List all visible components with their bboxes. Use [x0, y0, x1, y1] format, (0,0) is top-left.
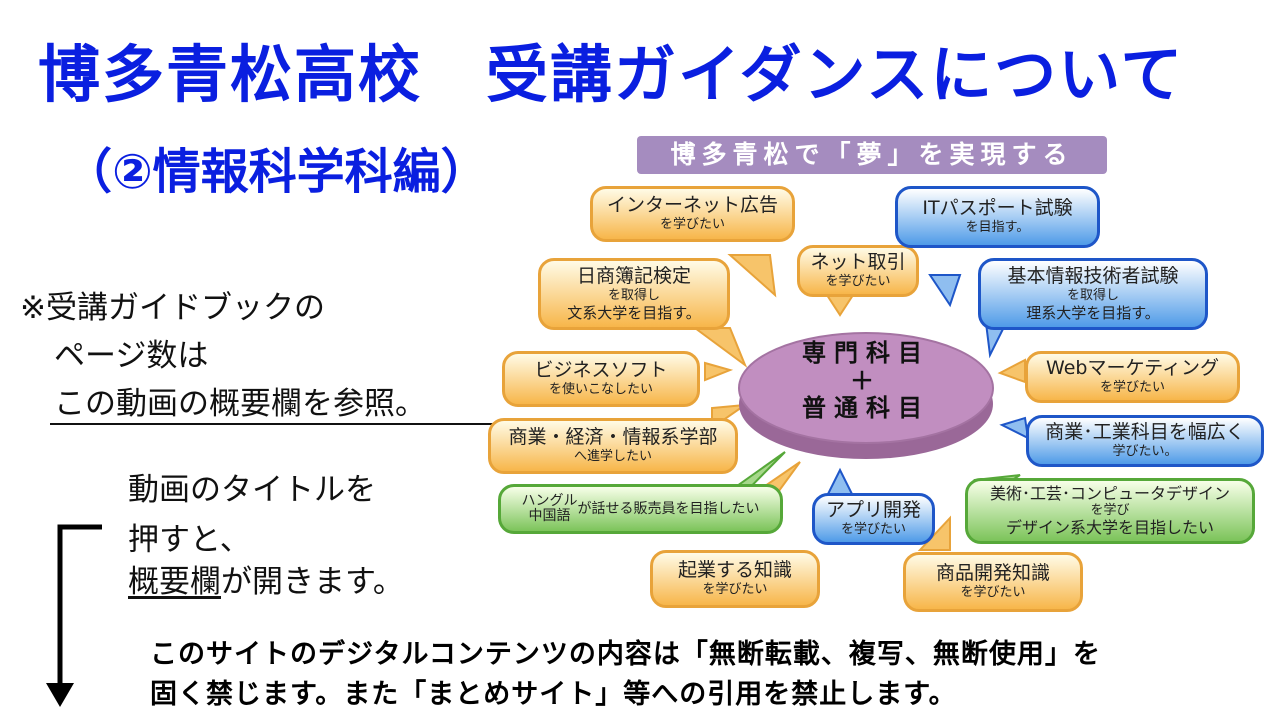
- bubble-sub-text: へ進学したい: [573, 449, 652, 465]
- bubble-language-1: ハングル: [521, 493, 578, 510]
- bubble-main-text: 商品開発知識: [935, 562, 1050, 585]
- bubble-sub-text: を学びたい: [702, 582, 768, 598]
- copyright-warning-line-1: このサイトのデジタルコンテンツの内容は「無断転載、複写、無断使用」を: [150, 639, 1101, 670]
- bubble-main-text: が話せる販売員を目指したい: [577, 500, 760, 517]
- bubble-web-marketing: Webマーケティング を学びたい: [1025, 351, 1240, 403]
- note-line-1: ※受講ガイドブックの: [20, 290, 325, 326]
- bubble-boki: 日商簿記検定 を取得し 文系大学を目指す。: [538, 258, 730, 330]
- bubble-main-text: ITパスポート試験: [922, 197, 1073, 220]
- bubble-it-passport: ITパスポート試験 を目指す。: [895, 186, 1100, 248]
- bubble-main-text: 美術･工芸･コンピュータデザイン: [989, 483, 1230, 503]
- bubble-sub-text: を学びたい: [825, 274, 891, 290]
- bubble-sub-text: を学びたい: [659, 217, 725, 233]
- bubble-product-dev: 商品開発知識 を学びたい: [903, 552, 1083, 612]
- bubble-sub-text-1: を取得し: [1066, 288, 1119, 304]
- copyright-warning-line-2: 固く禁じます。また「まとめサイト」等への引用を禁止します。: [150, 679, 957, 710]
- note-line-3: この動画の概要欄を参照。: [54, 386, 426, 422]
- down-arrow-icon: [46, 524, 102, 707]
- bubble-main-text: インターネット広告: [606, 194, 778, 217]
- bubble-main-text: 基本情報技術者試験: [1007, 265, 1179, 288]
- center-label-bottom: 普通科目: [802, 394, 930, 423]
- page-subtitle: （②情報科学科編）: [64, 144, 489, 200]
- center-ellipse: [738, 332, 994, 459]
- center-label-plus: ＋: [850, 366, 882, 395]
- hint-line-3-rest: が開きます。: [221, 564, 404, 600]
- page-title: 博多青松高校 受講ガイダンスについて: [38, 38, 1185, 111]
- note-underline: [50, 423, 500, 425]
- bubble-net-trade: ネット取引 を学びたい: [797, 245, 919, 297]
- hint-line-3: 概要欄が開きます。: [128, 567, 404, 598]
- description-link-text: 概要欄: [128, 564, 221, 600]
- bubble-sub-text: を学びたい: [1099, 380, 1165, 396]
- bubble-language-2: 中国語: [528, 508, 571, 524]
- bubble-fe-exam: 基本情報技術者試験 を取得し 理系大学を目指す。: [978, 258, 1208, 330]
- bubble-sub-text-2: 文系大学を目指す。: [567, 303, 701, 322]
- bubble-sub-text-1: を取得し: [607, 288, 660, 304]
- bubble-main-text: 商業･工業科目を幅広く: [1045, 421, 1245, 444]
- center-label: 専門科目 ＋ 普通科目: [737, 339, 995, 423]
- bubble-sub-text-2: デザイン系大学を目指したい: [1005, 517, 1214, 537]
- bubble-sub-text-1: を学び: [1090, 503, 1130, 519]
- bubble-main-text: Webマーケティング: [1046, 357, 1219, 380]
- bubble-sub-text: を使いこなしたい: [548, 382, 653, 398]
- bubble-art-design: 美術･工芸･コンピュータデザイン を学び デザイン系大学を目指したい: [965, 478, 1255, 544]
- diagram-banner: 博多青松で「夢」を実現する: [637, 136, 1107, 174]
- bubble-commerce-faculty: 商業・経済・情報系学部 へ進学したい: [488, 418, 738, 474]
- bubble-internet-ad: インターネット広告 を学びたい: [590, 186, 795, 242]
- bubble-business-soft: ビジネスソフト を使いこなしたい: [502, 351, 700, 407]
- bubble-language-stack: ハングル 中国語: [522, 494, 578, 523]
- bubble-sub-text: を目指す。: [965, 220, 1030, 236]
- bubble-hangul: ハングル 中国語 が話せる販売員を目指したい: [498, 484, 783, 534]
- hint-line-1: 動画のタイトルを: [128, 472, 376, 508]
- bubble-main-text: ビジネスソフト: [534, 359, 668, 382]
- bubble-main-text: 起業する知識: [677, 559, 792, 582]
- bubble-main-text: 商業・経済・情報系学部: [508, 426, 718, 449]
- bubble-sub-text-2: 理系大学を目指す。: [1026, 303, 1160, 322]
- bubble-sub-text: を学びたい: [840, 522, 906, 538]
- bubble-sub-text: を学びたい: [960, 585, 1026, 601]
- bubble-main-text: ネット取引: [810, 251, 906, 274]
- bubble-main-text: 日商簿記検定: [576, 265, 691, 288]
- bubble-main-text: アプリ開発: [825, 499, 921, 522]
- note-line-2: ページ数は: [54, 338, 209, 374]
- bubble-sub-text: 学びたい。: [1112, 444, 1178, 460]
- bubble-commerce-industry: 商業･工業科目を幅広く 学びたい。: [1026, 415, 1264, 467]
- hint-line-2: 押すと、: [128, 522, 251, 558]
- center-label-top: 専門科目: [802, 339, 930, 367]
- bubble-app-dev: アプリ開発 を学びたい: [812, 493, 935, 545]
- bubble-startup: 起業する知識 を学びたい: [650, 550, 820, 608]
